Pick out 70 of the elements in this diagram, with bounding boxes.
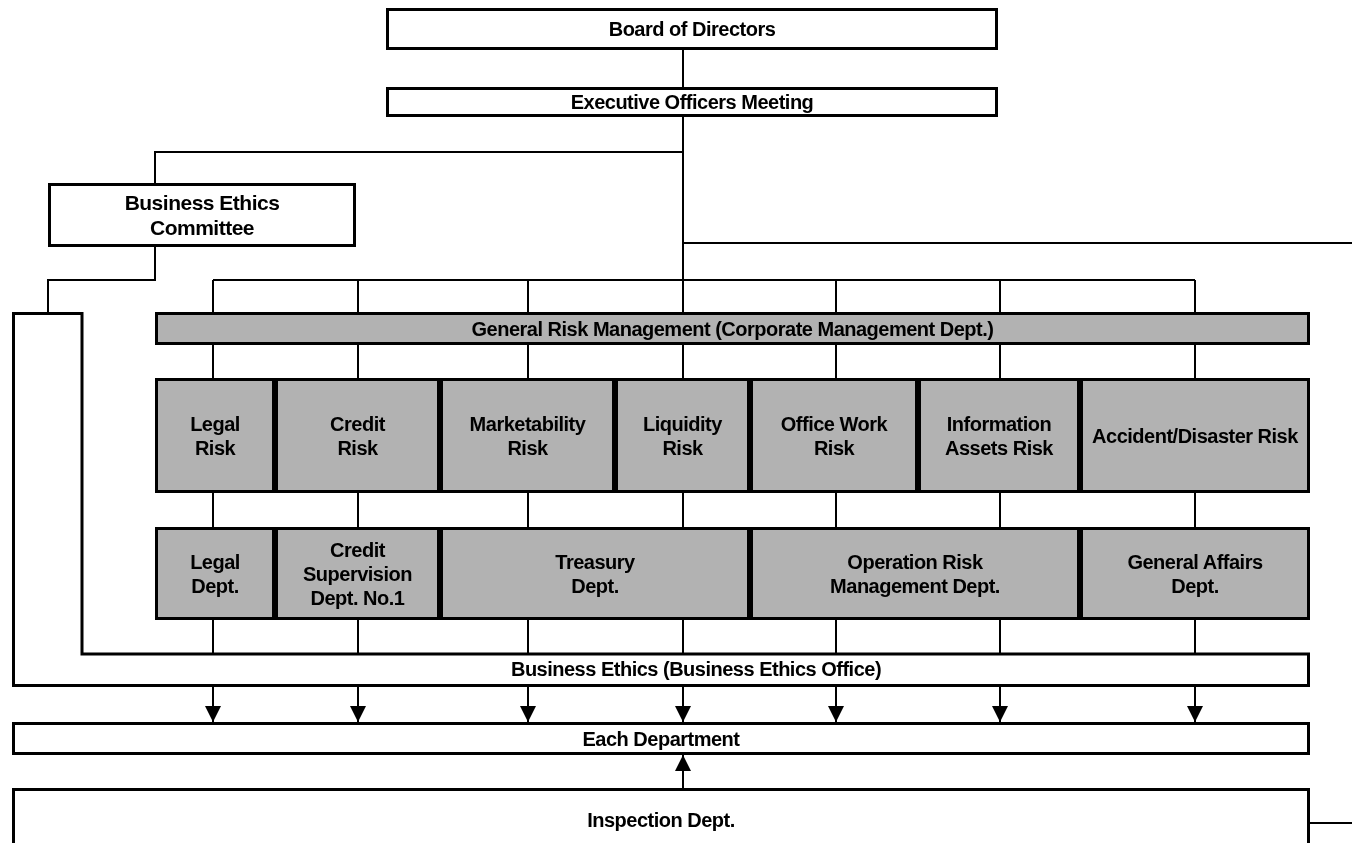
box-label: Legal Risk (189, 411, 241, 460)
box-label: Each Department (582, 726, 740, 751)
connector-line (47, 246, 156, 313)
connector-line (682, 619, 684, 655)
connector-line (999, 619, 1001, 655)
box-label: Board of Directors (608, 17, 776, 41)
box-label: Marketability Risk (468, 411, 587, 460)
risk-box (275, 378, 440, 493)
arrow (1187, 686, 1203, 723)
connector-line (1194, 344, 1196, 379)
risk-box (1080, 527, 1310, 620)
connector-line (212, 344, 214, 379)
frame-box (12, 312, 1310, 687)
box-label: Office Work Risk (779, 411, 889, 460)
connector-line (527, 492, 529, 528)
org-box (48, 183, 356, 247)
connector-line (212, 492, 214, 528)
connector-line (1309, 822, 1352, 824)
box-label: Legal Dept. (189, 549, 241, 598)
arrow (992, 686, 1008, 723)
risk-box (155, 527, 275, 620)
connector-line (357, 619, 359, 655)
connector-line (212, 619, 214, 655)
connector-line (682, 492, 684, 528)
connector-line (357, 492, 359, 528)
connector-line (527, 344, 529, 379)
connector-line (835, 344, 837, 379)
connector-line (1194, 619, 1196, 655)
box-label: Executive Officers Meeting (570, 90, 814, 114)
risk-box (615, 378, 750, 493)
risk-box (155, 312, 1310, 345)
box-label: Inspection Dept. (587, 807, 735, 832)
arrow (675, 686, 691, 723)
arrow (520, 686, 536, 723)
arrow (828, 686, 844, 723)
box-label: Credit Supervision Dept. No.1 (302, 537, 413, 610)
connector-line (1194, 492, 1196, 528)
arrow (350, 686, 366, 723)
box-label: Treasury Dept. (554, 549, 636, 598)
org-box (386, 87, 998, 117)
box-label: Operation Risk Management Dept. (829, 549, 1001, 598)
box-label: Liquidity Risk (642, 411, 723, 460)
connector-line (999, 492, 1001, 528)
box-label: Credit Risk (329, 411, 387, 460)
risk-box (155, 378, 275, 493)
connector-line (357, 344, 359, 379)
connector-line (682, 49, 684, 88)
risk-box (440, 378, 615, 493)
risk-box (440, 527, 750, 620)
box-label: General Risk Management (Corporate Management Dept.) (471, 316, 994, 341)
box-label: Business Ethics Committee (123, 189, 281, 241)
connector-line (999, 344, 1001, 379)
arrow (205, 686, 221, 723)
org-box (12, 722, 1310, 755)
risk-box (918, 378, 1080, 493)
box-label: Business Ethics (Business Ethics Office) (509, 656, 883, 682)
connector-line (835, 492, 837, 528)
box-label: Information Assets Risk (944, 411, 1054, 460)
risk-box (275, 527, 440, 620)
connector-line (682, 344, 684, 379)
org-box (386, 8, 998, 50)
connector-line (835, 619, 837, 655)
box-label: General Affairs Dept. (1126, 549, 1264, 598)
risk-box (750, 527, 1080, 620)
risk-box (1080, 378, 1310, 493)
org-box (12, 788, 1310, 843)
box-label: Accident/Disaster Risk (1092, 423, 1298, 448)
risk-box (750, 378, 918, 493)
arrow (675, 754, 691, 789)
connector-line (527, 619, 529, 655)
